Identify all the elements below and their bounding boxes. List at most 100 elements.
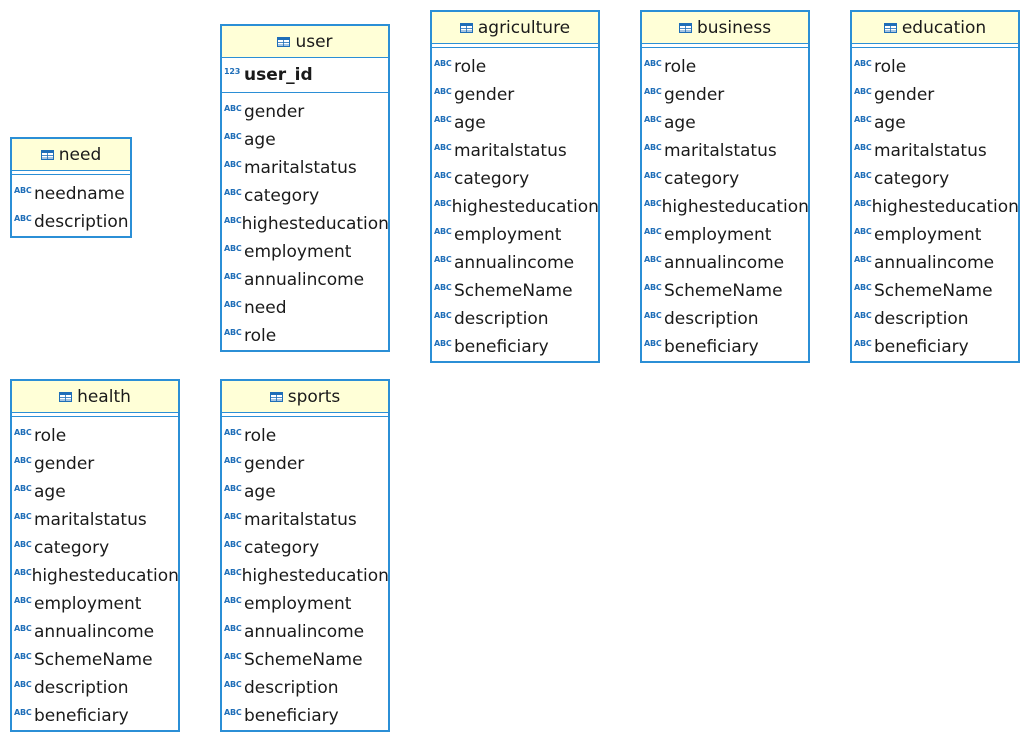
column-name: highesteducation: [31, 566, 179, 586]
column-name: highesteducation: [451, 197, 599, 217]
entity-header[interactable]: need: [12, 139, 130, 171]
entity-header[interactable]: health: [12, 381, 178, 413]
table-icon: [269, 391, 283, 402]
header-separator: [852, 44, 1018, 48]
text-type-icon: ABC: [644, 226, 662, 236]
text-type-icon: ABC: [854, 170, 872, 180]
column-name: beneficiary: [874, 337, 969, 357]
text-type-icon: ABC: [644, 114, 662, 124]
entity-header[interactable]: agriculture: [432, 12, 598, 44]
entity-header[interactable]: business: [642, 12, 808, 44]
text-type-icon: ABC: [434, 254, 452, 264]
column-name: category: [874, 169, 950, 189]
text-type-icon: ABC: [224, 243, 242, 253]
text-type-icon: ABC: [644, 254, 662, 264]
text-type-icon: ABC: [224, 187, 242, 197]
entity-header[interactable]: education: [852, 12, 1018, 44]
column-name: maritalstatus: [874, 141, 987, 161]
column-name: maritalstatus: [664, 141, 777, 161]
entity-header[interactable]: sports: [222, 381, 388, 413]
entity-header[interactable]: user: [222, 26, 388, 58]
text-type-icon: ABC: [644, 58, 662, 68]
